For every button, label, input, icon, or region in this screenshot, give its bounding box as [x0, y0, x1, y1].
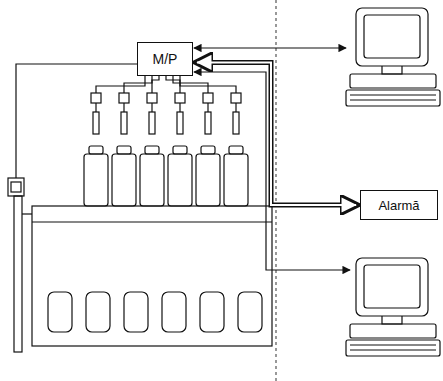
separator — [275, 0, 276, 381]
sensor-wires — [96, 76, 236, 93]
cylinder-heads — [84, 146, 248, 206]
computer-icon — [346, 8, 440, 106]
data-link — [194, 47, 346, 48]
alarm-box: Alarmă — [360, 190, 438, 220]
computer-icon — [346, 258, 440, 356]
node-label: M/P — [153, 51, 178, 67]
level-sensor — [8, 64, 137, 352]
engine-block — [32, 206, 272, 346]
processor-box: M/P — [137, 42, 193, 76]
node-label: Alarmă — [378, 198, 419, 213]
sensors — [91, 93, 241, 134]
signal-arrow — [197, 62, 356, 205]
